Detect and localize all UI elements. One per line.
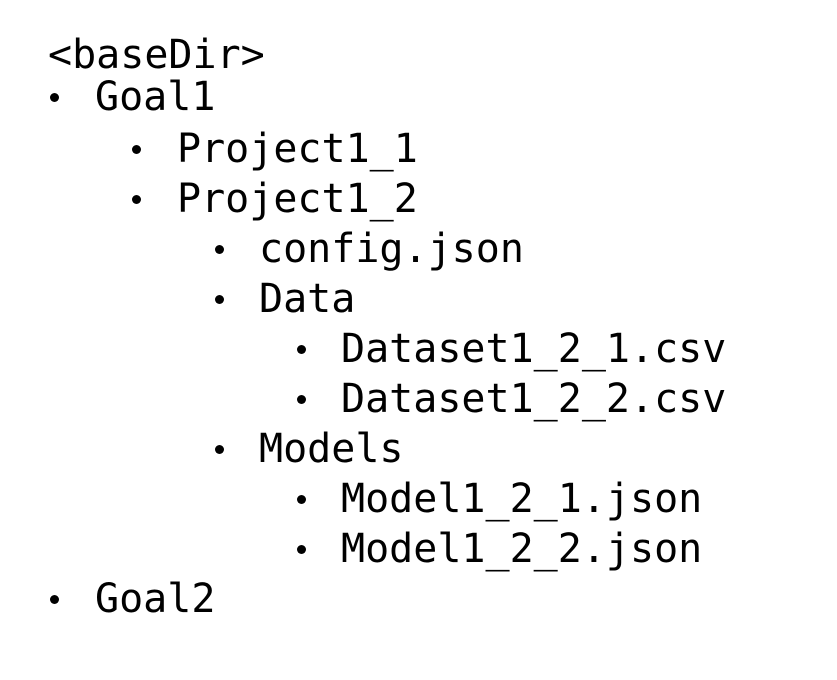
- tree-node-label: Project1_2: [177, 176, 418, 222]
- tree-node-label: Model1_2_2.json: [341, 526, 703, 572]
- tree-node-label: Models: [259, 426, 404, 472]
- bullet-icon: [215, 445, 224, 454]
- bullet-icon: [297, 395, 306, 404]
- bullet-icon: [297, 495, 306, 504]
- bullet-icon: [297, 345, 306, 354]
- tree-node-label: Goal1: [95, 74, 216, 120]
- bullet-icon: [297, 545, 306, 554]
- bullet-icon: [132, 195, 141, 204]
- tree-node-label: Dataset1_2_2.csv: [341, 376, 727, 422]
- bullet-icon: [215, 245, 224, 254]
- tree-node-label: Model1_2_1.json: [341, 476, 703, 522]
- tree-node-label: <baseDir>: [48, 32, 265, 78]
- tree-node-label: Project1_1: [177, 126, 418, 172]
- tree-node-label: Goal2: [95, 576, 216, 622]
- bullet-icon: [215, 295, 224, 304]
- tree-node-label: Dataset1_2_1.csv: [341, 326, 727, 372]
- tree-node-label: Data: [259, 276, 356, 322]
- bullet-icon: [50, 93, 59, 102]
- tree-node-label: config.json: [259, 226, 524, 272]
- bullet-icon: [132, 145, 141, 154]
- bullet-icon: [50, 595, 59, 604]
